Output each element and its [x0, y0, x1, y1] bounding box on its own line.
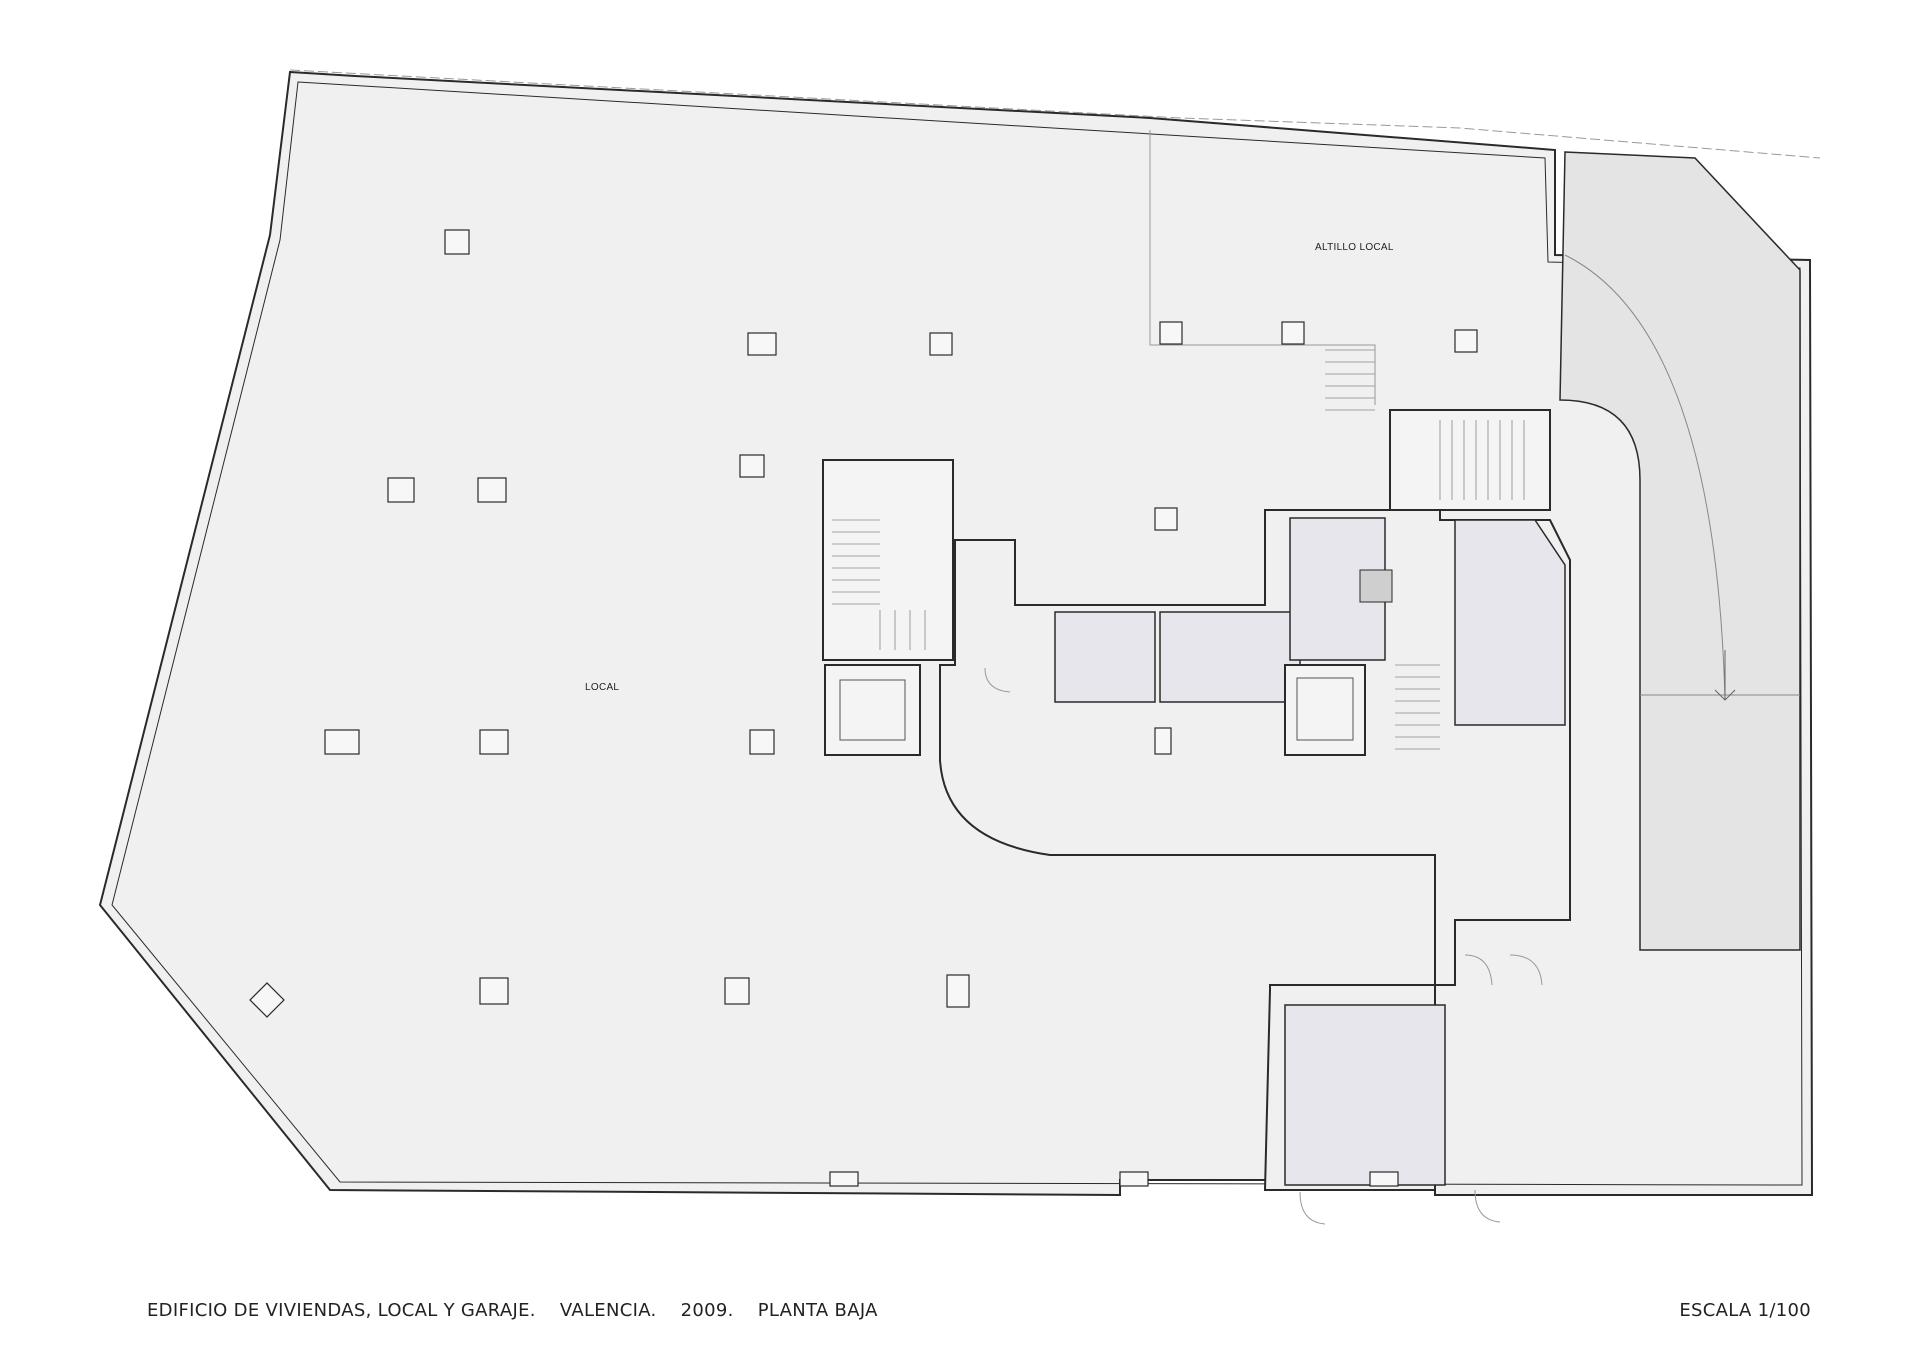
stair-treads-core — [1395, 664, 1440, 750]
door-arc-1 — [1474, 1189, 1501, 1223]
column — [1454, 329, 1478, 353]
door-arc-5 — [984, 667, 1011, 693]
stair-core-right — [1389, 409, 1551, 511]
column — [444, 229, 470, 255]
elevator-left-cab — [839, 679, 906, 741]
scale-label: ESCALA 1/100 — [1679, 1300, 1811, 1321]
column — [1154, 507, 1178, 531]
columns — [249, 229, 1478, 1187]
elevator-left — [824, 664, 921, 756]
drawing-caption: EDIFICIO DE VIVIENDAS, LOCAL Y GARAJE. V… — [147, 1300, 878, 1321]
garage-ramp — [1559, 151, 1801, 951]
storage-room-2 — [1159, 611, 1301, 703]
core-hall — [1289, 517, 1386, 661]
door-arc-3 — [1464, 954, 1493, 986]
storage-room-3 — [1454, 519, 1566, 726]
caption-level: PLANTA BAJA — [757, 1300, 878, 1321]
door-arc-2 — [1299, 1191, 1326, 1225]
ramp-arrow — [1714, 650, 1736, 701]
stair-core-left — [822, 459, 954, 661]
column — [724, 977, 750, 1005]
column — [477, 477, 507, 503]
caption-year: 2009. — [680, 1300, 734, 1321]
column — [749, 729, 775, 755]
column — [249, 982, 285, 1018]
column — [946, 974, 970, 1008]
caption-city: VALENCIA. — [559, 1300, 657, 1321]
column — [1154, 727, 1172, 755]
column — [324, 729, 360, 755]
ramp-curve — [1564, 254, 1726, 701]
altillo-outline — [1149, 130, 1376, 405]
shaft-vent — [1359, 569, 1393, 603]
column — [479, 729, 509, 755]
column — [479, 977, 509, 1005]
column — [387, 477, 415, 503]
property-boundary — [289, 69, 1821, 159]
stair-treads-right — [1439, 420, 1525, 500]
storage-room-1 — [1054, 611, 1156, 703]
elevator-right-cab — [1296, 677, 1354, 741]
column — [747, 332, 777, 356]
column — [1119, 1171, 1149, 1187]
door-arc-4 — [1509, 954, 1543, 986]
room-label-altillo: ALTILLO LOCAL — [1315, 242, 1394, 253]
main-floor-inner-line — [111, 81, 1803, 1186]
room-label-local: LOCAL — [585, 682, 619, 693]
stair-treads-mezzanine — [1325, 349, 1375, 411]
column — [1159, 321, 1183, 345]
storage-room-4 — [1284, 1004, 1446, 1186]
column — [739, 454, 765, 478]
column — [1369, 1171, 1399, 1187]
caption-project: EDIFICIO DE VIVIENDAS, LOCAL Y GARAJE. — [147, 1300, 536, 1321]
column — [829, 1171, 859, 1187]
column — [1281, 321, 1305, 345]
stair-treads-left — [832, 519, 926, 650]
column — [929, 332, 953, 356]
